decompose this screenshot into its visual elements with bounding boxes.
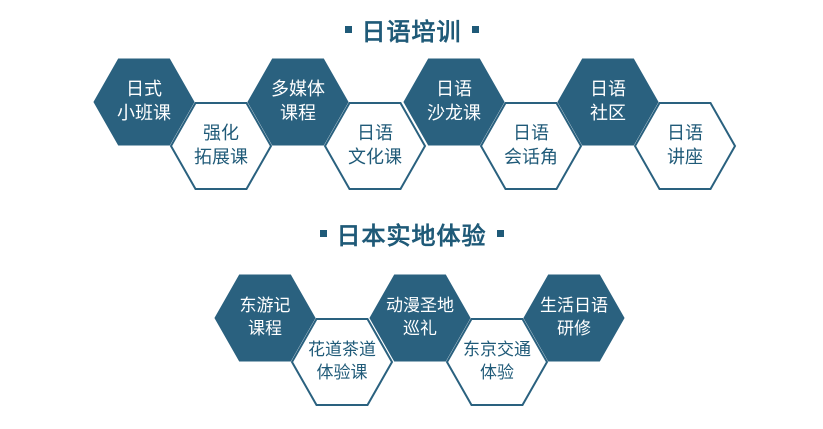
- section-title-text: 日语培训: [361, 17, 462, 46]
- hex-item: 日语 会话角: [479, 102, 583, 190]
- title-bullet-right: [496, 229, 504, 237]
- hex-item: 动漫圣地 巡礼: [369, 274, 471, 362]
- hex-item: 日语 社区: [557, 58, 659, 146]
- hex-item: 多媒体 课程: [247, 58, 349, 146]
- section-title-experience: 日本实地体验: [0, 216, 823, 250]
- section-title-text: 日本实地体验: [336, 221, 487, 250]
- hex-item: 日语 沙龙课: [403, 58, 505, 146]
- hex-label: 日语 沙龙课: [427, 79, 481, 124]
- hex-item: 日语 文化课: [323, 102, 427, 190]
- hex-item: 强化 拓展课: [169, 102, 273, 190]
- hex-label: 动漫圣地 巡礼: [386, 296, 454, 339]
- hex-label: 日语 文化课: [348, 123, 402, 168]
- hex-label: 强化 拓展课: [194, 123, 248, 168]
- hex-item: 生活日语 研修: [523, 274, 625, 362]
- hex-label: 多媒体 课程: [271, 79, 325, 124]
- title-bullet-right: [471, 25, 479, 33]
- title-bullet-left: [344, 25, 352, 33]
- hex-label: 东游记 课程: [239, 296, 291, 339]
- hex-item: 东游记 课程: [214, 274, 316, 362]
- title-bullet-left: [319, 229, 327, 237]
- hex-label: 日语 讲座: [667, 123, 703, 168]
- hex-label: 花道茶道 体验课: [308, 340, 376, 383]
- section-title-training: 日语培训: [0, 12, 823, 46]
- hex-item: 日语 讲座: [633, 102, 737, 190]
- hex-label: 日式 小班课: [117, 79, 171, 124]
- hex-label: 生活日语 研修: [540, 296, 608, 339]
- hex-label: 日语 社区: [590, 79, 626, 124]
- hex-item: 花道茶道 体验课: [290, 318, 394, 406]
- hex-label: 东京交通 体验: [463, 340, 531, 383]
- hex-item: 日式 小班课: [93, 58, 195, 146]
- hex-label: 日语 会话角: [504, 123, 558, 168]
- hex-item: 东京交通 体验: [445, 318, 549, 406]
